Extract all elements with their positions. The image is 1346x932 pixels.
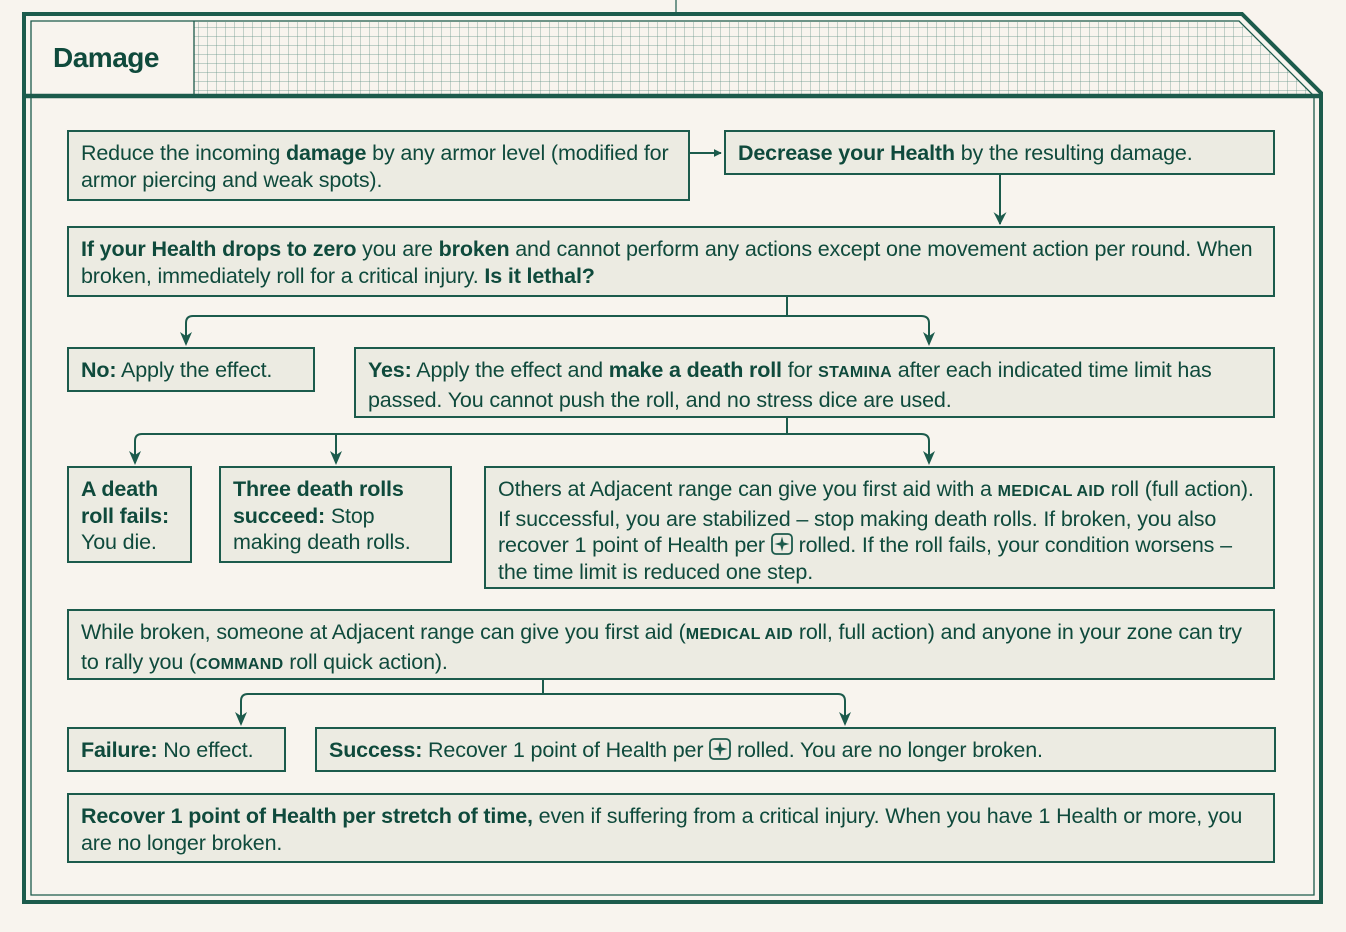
yes-bold-1: Yes: bbox=[368, 358, 412, 382]
zero-text-2: and cannot perform any actions except on… bbox=[81, 237, 1253, 288]
while-broken-box: While broken, someone at Adjacent range … bbox=[67, 609, 1275, 680]
connector-zero-branch bbox=[185, 297, 930, 344]
header-grid bbox=[194, 22, 1312, 94]
recover-bold-1: Recover 1 point of Health per stretch of… bbox=[81, 804, 533, 828]
failure-bold-1: Failure: bbox=[81, 738, 158, 762]
success-text-2: rolled. You are no longer broken. bbox=[731, 738, 1043, 762]
yes-skill-stamina: STAMINA bbox=[818, 364, 892, 381]
zero-bold-3: Is it lethal? bbox=[484, 263, 595, 288]
while-skill-command: COMMAND bbox=[196, 655, 284, 673]
page-title: Damage bbox=[53, 42, 159, 73]
while-text-3: roll quick action). bbox=[283, 649, 448, 674]
radiation-die-icon bbox=[770, 533, 793, 555]
decrease-text-1: by the resulting damage. bbox=[954, 141, 1193, 165]
connector-while-branch bbox=[240, 679, 846, 724]
armor-box: Reduce the incoming damage by any armor … bbox=[67, 130, 690, 201]
arrowhead-failure bbox=[235, 712, 247, 726]
yes-text-1: Apply the effect and bbox=[411, 358, 609, 382]
yes-box: Yes: Apply the effect and make a death r… bbox=[354, 347, 1275, 418]
armor-text-2: by any armor level (modified for armor p… bbox=[81, 141, 669, 192]
others-text-3: rolled. If the roll fails, your conditio… bbox=[498, 533, 1232, 584]
radiation-die-icon bbox=[709, 738, 732, 760]
yes-text-2: for bbox=[781, 358, 819, 382]
fails-bold-1: A death roll fails: bbox=[81, 477, 169, 528]
three-rolls-box: Three death rolls succeed: Stop making d… bbox=[219, 466, 452, 563]
success-bold-1: Success: bbox=[329, 738, 423, 762]
no-box: No: Apply the effect. bbox=[67, 347, 315, 392]
first-aid-box: Others at Adjacent range can give you fi… bbox=[484, 466, 1275, 589]
zero-bold-1: If your Health drops to zero bbox=[81, 237, 357, 261]
yes-text-3: after each indicated time limit has pass… bbox=[368, 358, 1212, 412]
arrowhead-no bbox=[180, 332, 192, 346]
three-text-1: Stop making death rolls. bbox=[233, 503, 411, 555]
no-bold-1: No: bbox=[81, 358, 117, 382]
others-text-1: Others at Adjacent range can give you fi… bbox=[498, 477, 998, 501]
armor-text-1: Reduce the incoming bbox=[81, 141, 286, 165]
yes-bold-2: make a death roll bbox=[608, 358, 782, 382]
no-text-1: Apply the effect. bbox=[116, 358, 273, 382]
connector-yes-branch bbox=[134, 418, 930, 463]
recover-box: Recover 1 point of Health per stretch of… bbox=[67, 793, 1275, 863]
outer-frame bbox=[22, 12, 1323, 904]
while-text-1: While broken, someone at Adjacent range … bbox=[81, 620, 686, 644]
decrease-box: Decrease your Health by the resulting da… bbox=[724, 130, 1275, 175]
zero-text-1: you are bbox=[356, 237, 439, 261]
armor-bold-1: damage bbox=[285, 141, 367, 165]
decrease-bold-1: Decrease your Health bbox=[738, 141, 955, 165]
fails-text-1: You die. bbox=[81, 530, 157, 554]
failure-text-1: No effect. bbox=[157, 738, 254, 762]
while-skill-medical-aid: MEDICAL AID bbox=[685, 626, 793, 643]
death-roll-fails-box: A death roll fails: You die. bbox=[67, 466, 192, 563]
arrowhead-yes bbox=[923, 332, 935, 346]
failure-box: Failure: No effect. bbox=[67, 727, 286, 772]
success-box: Success: Recover 1 point of Health per r… bbox=[315, 727, 1276, 772]
arrowhead-fails bbox=[129, 451, 141, 465]
arrowhead-others bbox=[923, 451, 935, 465]
three-bold-1: Three death rolls succeed: bbox=[233, 477, 404, 528]
recover-text-1: even if suffering from a critical injury… bbox=[81, 804, 1243, 855]
zero-bold-2: broken bbox=[438, 237, 510, 261]
while-text-2: roll, full action) and anyone in your zo… bbox=[81, 620, 1242, 674]
others-text-2: roll (full action). If successful, you a… bbox=[498, 477, 1254, 557]
others-skill-medical-aid: MEDICAL AID bbox=[997, 483, 1105, 500]
arrowhead-three bbox=[330, 451, 342, 465]
arrowhead-success bbox=[839, 712, 851, 726]
success-text-1: Recover 1 point of Health per bbox=[422, 738, 710, 762]
zero-health-box: If your Health drops to zero you are bro… bbox=[67, 226, 1275, 297]
inner-frame bbox=[30, 20, 1315, 896]
